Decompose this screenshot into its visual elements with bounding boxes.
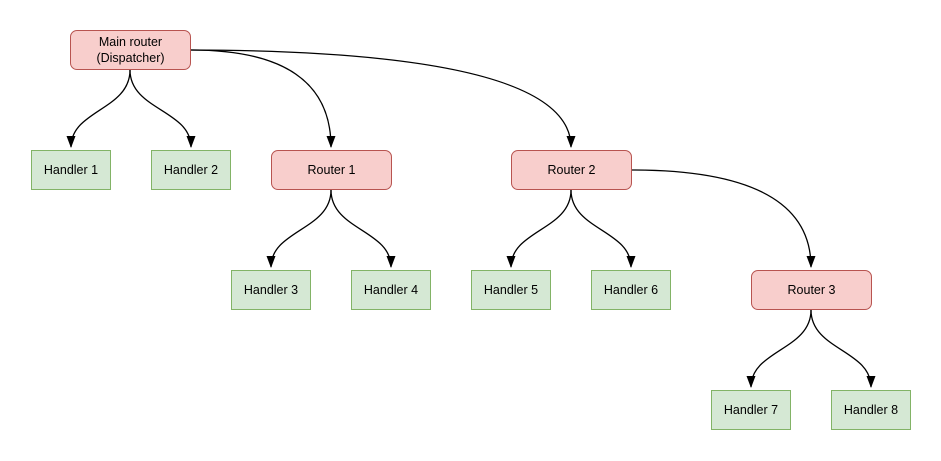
node-handler-8[interactable]: Handler 8 [831,390,911,430]
node-handler-2[interactable]: Handler 2 [151,150,231,190]
node-handler-1[interactable]: Handler 1 [31,150,111,190]
node-handler-7[interactable]: Handler 7 [711,390,791,430]
node-handler-4-label: Handler 4 [363,283,419,297]
node-router-2-label: Router 2 [547,163,596,177]
edge-main-router-to-router-1 [190,49,336,148]
edge-router-1-to-handler-4 [330,189,396,268]
node-handler-3-label: Handler 3 [243,283,299,297]
edge-router-1-to-handler-3 [266,189,332,268]
edge-main-router-to-handler-1 [66,69,131,148]
node-handler-3[interactable]: Handler 3 [231,270,311,310]
node-handler-5[interactable]: Handler 5 [471,270,551,310]
node-handler-8-label: Handler 8 [843,403,899,417]
node-handler-1-label: Handler 1 [43,163,99,177]
node-router-2[interactable]: Router 2 [511,150,632,190]
node-handler-7-label: Handler 7 [723,403,779,417]
edge-main-router-to-handler-2 [129,69,196,148]
node-router-3[interactable]: Router 3 [751,270,872,310]
node-router-1[interactable]: Router 1 [271,150,392,190]
edge-router-3-to-handler-7 [746,309,812,388]
node-main-router-label: Main router (Dispatcher) [96,35,165,65]
node-handler-6[interactable]: Handler 6 [591,270,671,310]
node-handler-5-label: Handler 5 [483,283,539,297]
node-router-1-label: Router 1 [307,163,356,177]
edge-main-router-to-router-2 [190,49,576,148]
edge-router-2-to-handler-6 [570,189,636,268]
node-main-router[interactable]: Main router (Dispatcher) [70,30,191,70]
node-handler-6-label: Handler 6 [603,283,659,297]
node-handler-4[interactable]: Handler 4 [351,270,431,310]
edge-router-2-to-router-3 [631,169,816,268]
edge-router-3-to-handler-8 [810,309,876,388]
edge-router-2-to-handler-5 [506,189,572,268]
node-handler-2-label: Handler 2 [163,163,219,177]
node-router-3-label: Router 3 [787,283,836,297]
